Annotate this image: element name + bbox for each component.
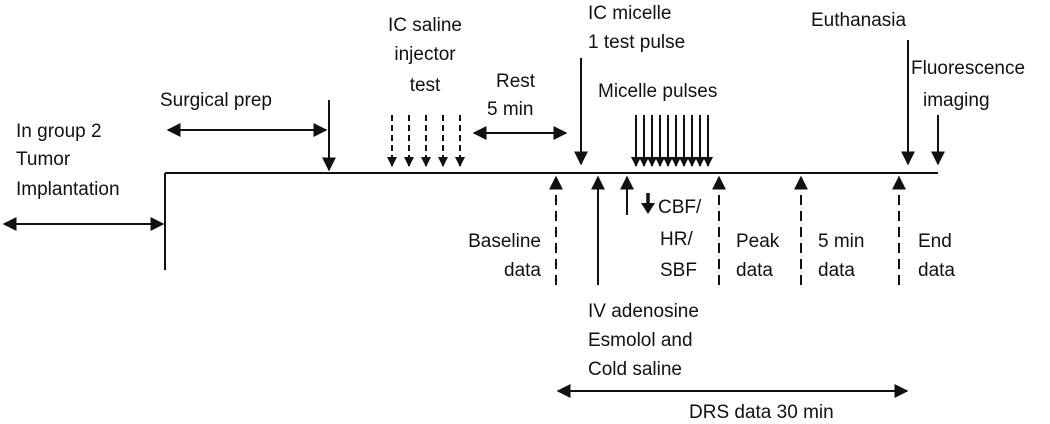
ic-saline-label-line3: test (410, 75, 441, 96)
cbf-label-line2: HR/ (660, 229, 693, 250)
five-min-label-line2: data (818, 260, 855, 281)
end-label-line2: data (918, 260, 955, 281)
ic-saline-label-line1: IC saline (388, 15, 462, 36)
iv-label-line3: Cold saline (588, 359, 682, 380)
ic-micelle-label-line2: 1 test pulse (588, 32, 685, 53)
euthanasia-label: Euthanasia (811, 10, 907, 31)
ic-micelle-label-line1: IC micelle (588, 3, 671, 24)
iv-label-line1: IV adenosine (588, 301, 699, 322)
end-label-line1: End (918, 231, 952, 252)
cbf-label-line3: SBF (660, 260, 697, 281)
fluorescence-label-line1: Fluorescence (911, 58, 1025, 79)
fluorescence-label-line2: imaging (923, 90, 990, 111)
group2-label-line3: Implantation (16, 179, 120, 200)
surgical-prep-label: Surgical prep (160, 90, 272, 111)
rest-label-line2: 5 min (487, 99, 533, 120)
rest-label-line1: Rest (496, 71, 536, 92)
cbf-decrease-icon (641, 193, 655, 214)
baseline-label-line2: data (504, 260, 541, 281)
cbf-label-line1: CBF/ (658, 197, 702, 218)
baseline-label-line1: Baseline (468, 231, 541, 252)
group2-label-line1: In group 2 (16, 121, 102, 142)
five-min-label-line1: 5 min (818, 231, 864, 252)
ic-saline-label-line2: injector (394, 44, 456, 65)
iv-label-line2: Esmolol and (588, 330, 693, 351)
micelle-pulses-label: Micelle pulses (598, 81, 717, 102)
peak-label-line2: data (736, 260, 773, 281)
drs-label: DRS data 30 min (689, 402, 834, 423)
peak-label-line1: Peak (736, 231, 780, 252)
group2-label-line2: Tumor (16, 149, 71, 170)
